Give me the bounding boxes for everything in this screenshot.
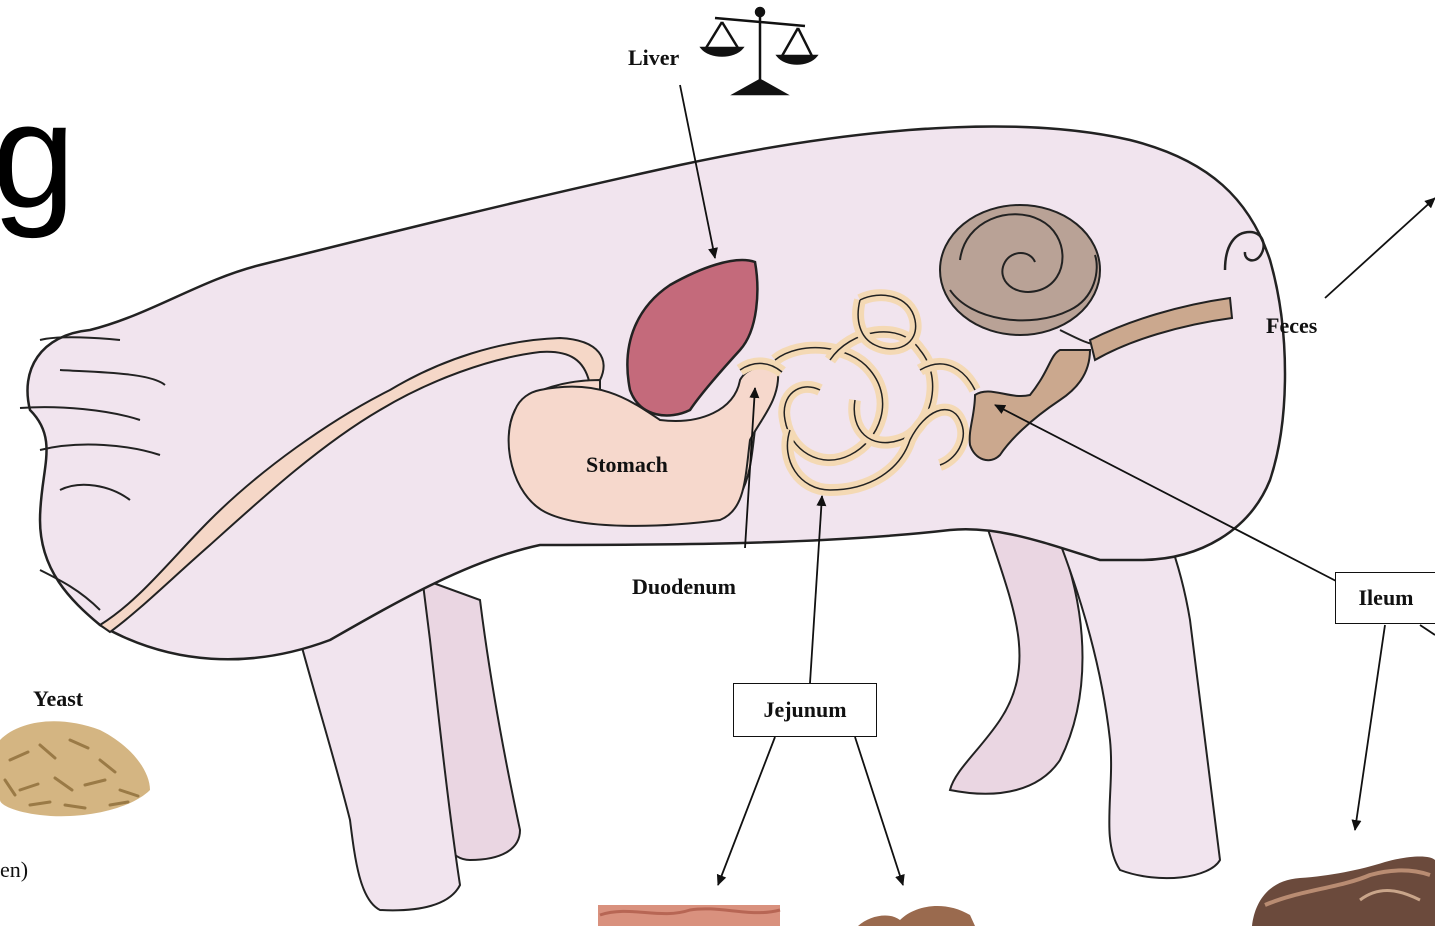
label-jejunum: Jejunum [733, 683, 877, 737]
rear-leg-far [950, 520, 1083, 794]
partial-text: en) [0, 857, 28, 883]
label-feces: Feces [1266, 313, 1317, 339]
partial-title-letter: g [0, 80, 75, 230]
label-ileum: Ileum [1335, 572, 1435, 624]
label-duodenum: Duodenum [632, 574, 736, 600]
ileum-tissue-image [1252, 856, 1435, 926]
jejunum-tissue-image-left [598, 905, 780, 926]
arrow-jejunum-right [855, 737, 903, 885]
label-liver: Liver [628, 45, 679, 71]
label-stomach: Stomach [586, 452, 668, 478]
arrow-ileum-right [1420, 625, 1435, 635]
arrow-ileum-down [1355, 625, 1385, 830]
yeast-pellets-image [0, 721, 150, 816]
arrow-feces [1325, 198, 1435, 298]
label-yeast: Yeast [33, 686, 83, 712]
balance-scale-icon [702, 8, 816, 94]
arrow-jejunum-left [718, 737, 775, 885]
jejunum-tissue-image-right [858, 906, 975, 926]
